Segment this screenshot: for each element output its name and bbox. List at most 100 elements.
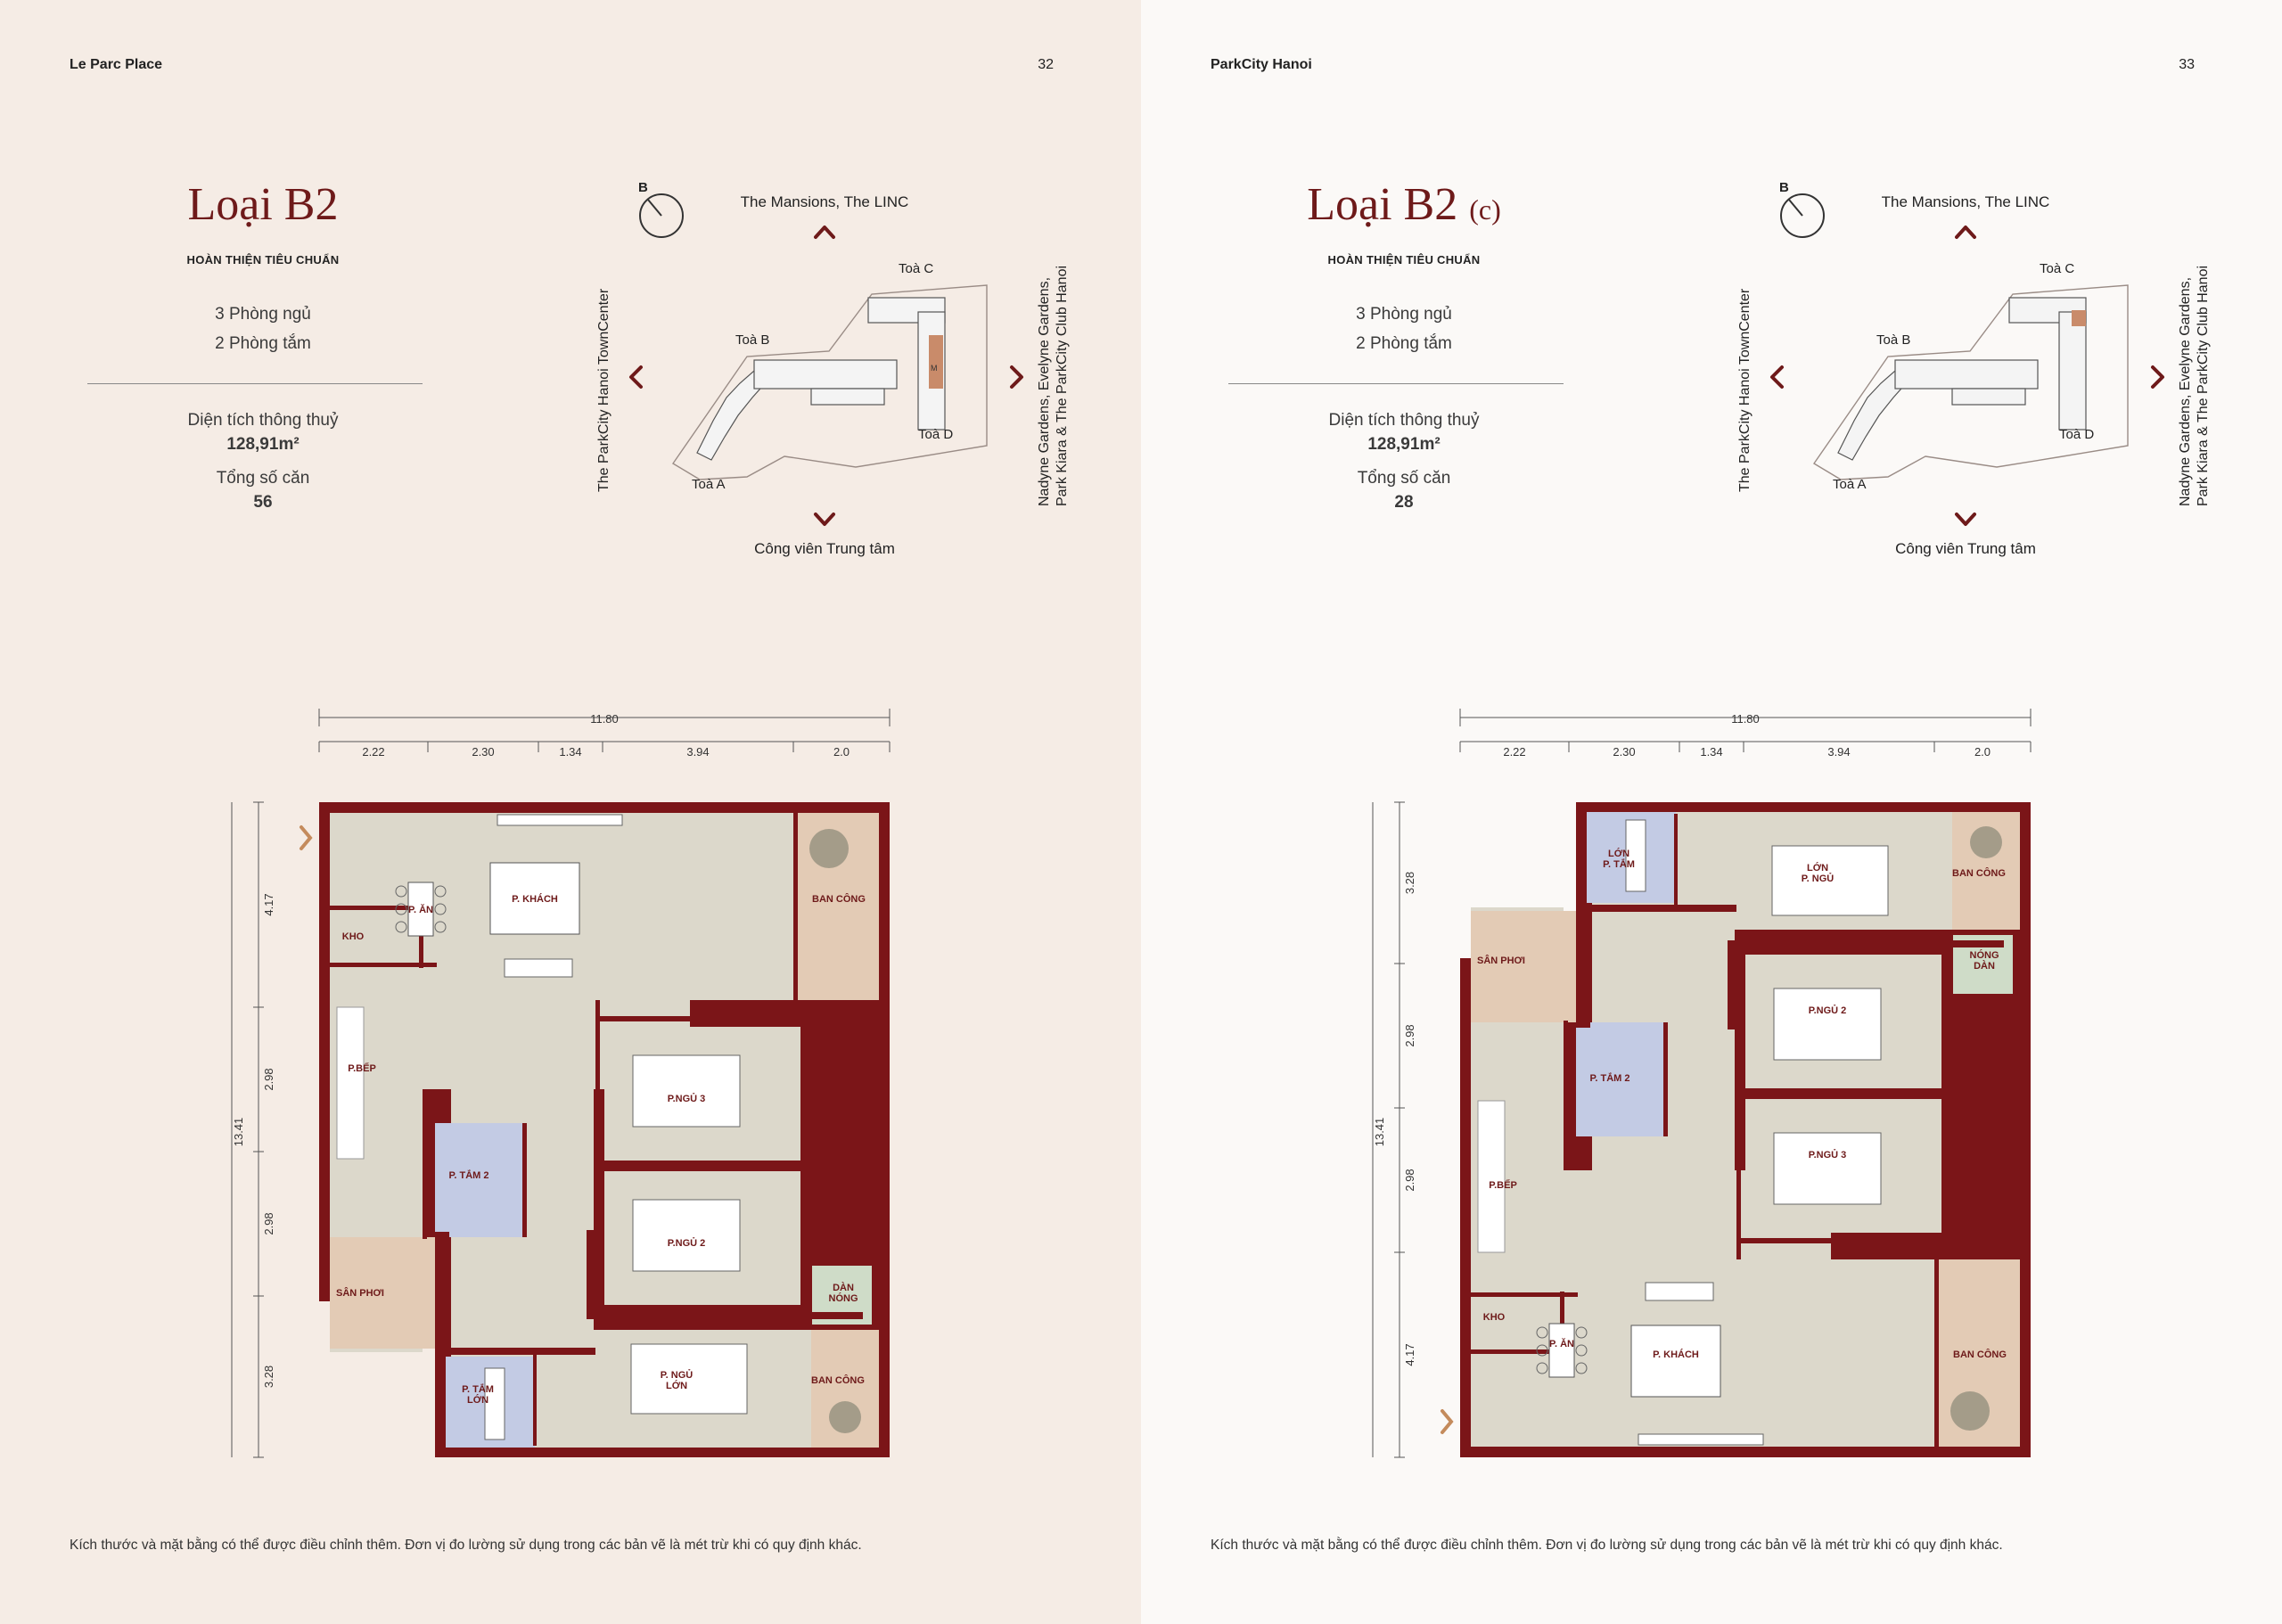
dim-total-width: 11.80	[590, 712, 619, 726]
interior-wall	[1471, 1292, 1578, 1297]
interior-wall	[330, 963, 437, 967]
chevron-down-icon	[814, 513, 835, 526]
title-text: Loại B2	[187, 179, 339, 230]
interior-wall	[1471, 1349, 1560, 1354]
kho-floor	[1471, 1324, 1564, 1350]
dim-height-0: 4.17	[262, 893, 275, 915]
room-label-bath-2: P. TẮM 2	[1589, 1072, 1629, 1084]
room-label-ac-2: NÓNG	[1970, 949, 1999, 961]
room-label-master-1: P. NGỦ	[1802, 873, 1835, 884]
bed-master	[630, 1343, 748, 1415]
interior-wall	[423, 1232, 449, 1237]
interior-wall	[1949, 931, 1953, 994]
tower-c-label: Toà C	[899, 261, 933, 276]
room-label-bedroom-3: P.NGỦ 3	[668, 1093, 706, 1104]
interior-wall	[808, 1266, 812, 1328]
page-left: Le Parc Place 32 Loại B2 HOÀN THIỆN TIÊU…	[0, 0, 1141, 1624]
dining-table	[1548, 1323, 1575, 1378]
tv-console	[497, 814, 623, 826]
interior-wall	[800, 1000, 805, 1164]
dim-height-0: 3.28	[1403, 872, 1416, 894]
room-label-bedroom-2: P.NGỦ 2	[1809, 1005, 1847, 1016]
bed-2	[1773, 988, 1882, 1061]
bath-master-2-floor	[535, 1357, 594, 1448]
site-boundary	[1812, 284, 2129, 480]
chair	[434, 885, 447, 898]
dim-height-3: 4.17	[1403, 1343, 1416, 1366]
compass-needle	[647, 199, 662, 217]
direction-right-label-2: Park Kiara & The ParkCity Club Hanoi	[1055, 266, 1070, 506]
area-stat: Diện tích thông thuỷ 128,91m²	[1266, 408, 1542, 456]
chair	[395, 903, 407, 915]
interior-wall	[595, 1000, 600, 1161]
area-label: Diện tích thông thuỷ	[1328, 411, 1480, 430]
dim-width-3: 3.94	[686, 745, 709, 759]
room-label-master-bath-2: LỚN	[467, 1394, 488, 1406]
dim-width-3: 3.94	[1827, 745, 1850, 759]
room-label-balcony-2: BAN CÔNG	[1952, 867, 2006, 879]
room-label-balcony-2: BAN CÔNG	[811, 1374, 865, 1386]
title-suffix: (c)	[1469, 193, 1501, 226]
compass-circle	[1780, 193, 1825, 238]
divider	[87, 383, 423, 384]
room-label-bath-2: P. TẮM 2	[448, 1169, 488, 1181]
room-count: 3 Phòng ngủ 2 Phòng tắm	[125, 299, 401, 358]
entry-arrow-icon	[1441, 1409, 1454, 1434]
units-value: 56	[253, 493, 273, 512]
chair	[1536, 1362, 1548, 1374]
kitchen-counter	[336, 1006, 365, 1160]
interior-wall	[1736, 1091, 1941, 1096]
tower-a-label: Toà A	[1833, 477, 1867, 492]
kitchen-counter	[1477, 1100, 1506, 1253]
chair	[395, 921, 407, 933]
chair	[1536, 1344, 1548, 1357]
plant-decor	[829, 1401, 861, 1433]
bathtub	[1625, 819, 1646, 892]
tower-a-label: Toà A	[692, 477, 726, 492]
direction-bottom-label: Công viên Trung tâm	[1895, 540, 2036, 557]
dim-height-1: 2.98	[1403, 1024, 1416, 1046]
room-label-master-bath-2: LỚN	[1608, 848, 1629, 859]
direction-bottom-label: Công viên Trung tâm	[754, 540, 895, 557]
dim-width-0: 2.22	[1503, 745, 1525, 759]
unit-highlight	[2072, 310, 2086, 326]
room-label-master-1: P. NGỦ	[661, 1369, 694, 1381]
interior-wall	[1736, 1238, 1941, 1243]
room-label-drying-yard: SÂN PHƠI	[336, 1287, 384, 1299]
dim-width-2: 1.34	[1700, 745, 1722, 759]
units-label: Tổng số căn	[216, 469, 310, 488]
room-label-bedroom-3: P.NGỦ 3	[1809, 1149, 1847, 1161]
area-stat: Diện tích thông thuỷ 128,91m²	[125, 408, 401, 456]
interior-wall	[522, 1123, 527, 1237]
dim-height-2: 2.98	[262, 1212, 275, 1234]
bed-3	[1773, 1132, 1882, 1205]
bathroom-count: 2 Phòng tắm	[215, 334, 311, 353]
bath-2-floor	[1576, 1022, 1665, 1136]
compass-label: B	[638, 180, 648, 195]
footnote: Kích thước và mặt bằng có thể được điều …	[1211, 1538, 2003, 1553]
bedroom-count: 3 Phòng ngủ	[1356, 305, 1452, 324]
tower-b-wing	[1951, 388, 2026, 406]
page-number: 32	[1038, 57, 1054, 72]
tower-b-label: Toà B	[1876, 332, 1910, 348]
plant-decor	[1970, 826, 2002, 858]
room-label-ac-1: DÀN	[1974, 960, 1995, 972]
room-label-master-bath-1: P. TẮM	[462, 1383, 494, 1395]
interior-wall	[1564, 1022, 1590, 1028]
entry-floor	[1471, 1350, 1560, 1447]
sofa	[504, 958, 573, 978]
room-label-balcony: BAN CÔNG	[812, 893, 866, 905]
dim-width-4: 2.0	[1974, 745, 1991, 759]
room-label-kitchen: P.BẾP	[1489, 1179, 1517, 1191]
drying-yard-floor	[330, 1237, 435, 1349]
room-label-living: P. KHÁCH	[512, 893, 558, 905]
chevron-right-icon	[1010, 365, 1023, 389]
dim-width-2: 1.34	[559, 745, 581, 759]
plan-body	[319, 802, 890, 1457]
tv-console	[1638, 1433, 1764, 1446]
page-right: ParkCity Hanoi 33 Loại B2 (c) HOÀN THIỆN…	[1141, 0, 2282, 1624]
